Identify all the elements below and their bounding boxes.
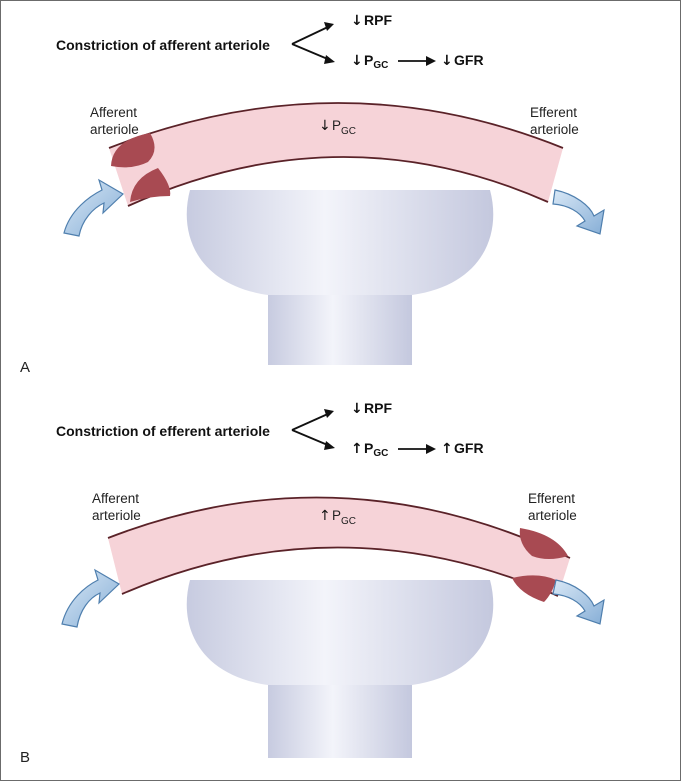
glomerulus-stalk <box>268 680 412 758</box>
inflow-arrow <box>63 178 124 237</box>
gfr-direction-icon: ↑ <box>441 441 453 457</box>
branch-down-arrowhead <box>324 441 335 450</box>
rpf-label: RPF <box>364 400 392 416</box>
afferent-label-line2: arteriole <box>92 508 141 523</box>
glomerulus-bulb <box>186 190 494 295</box>
pgc-label: PGC <box>364 440 388 459</box>
pgc-direction-icon: ↑ <box>351 441 363 457</box>
branch-up-line <box>291 412 331 431</box>
panel-a: Constriction of afferent arteriole ↓ RPF… <box>20 12 605 376</box>
rpf-label: RPF <box>364 12 392 28</box>
inflow-arrow <box>61 568 120 628</box>
rpf-direction-icon: ↓ <box>351 13 363 29</box>
efferent-label-line1: Efferent <box>528 491 575 506</box>
vessel-top-wall <box>108 102 564 149</box>
to-gfr-arrowhead <box>426 56 436 66</box>
gfr-label: GFR <box>454 52 484 68</box>
pgc-label: PGC <box>364 52 388 71</box>
vessel-top-wall <box>107 496 571 559</box>
outflow-arrow <box>552 579 605 625</box>
efferent-constriction-top <box>519 528 568 559</box>
efferent-label-line2: arteriole <box>528 508 577 523</box>
afferent-constriction-bottom <box>130 168 171 202</box>
afferent-constriction-top <box>111 133 155 168</box>
panel-b: Constriction of efferent arteriole ↓ RPF… <box>20 400 605 766</box>
pgc-direction-icon: ↓ <box>351 53 363 69</box>
afferent-label-line1: Afferent <box>90 105 137 120</box>
afferent-label-line2: arteriole <box>90 122 139 137</box>
rpf-direction-icon: ↓ <box>351 401 363 417</box>
branch-down-arrowhead <box>324 55 335 64</box>
vessel-bottom-wall <box>127 156 549 207</box>
vessel-pgc-direction-icon: ↓ <box>319 118 331 134</box>
branch-down-line <box>291 43 331 61</box>
vessel-bottom-wall <box>121 546 559 597</box>
branch-up-line <box>291 25 331 45</box>
vessel-pgc-label: PGC <box>332 118 356 137</box>
outflow-arrow <box>552 189 605 235</box>
afferent-label-line1: Afferent <box>92 491 139 506</box>
efferent-label-line1: Efferent <box>530 105 577 120</box>
panel-b-caption: Constriction of efferent arteriole <box>56 423 270 439</box>
panel-a-caption: Constriction of afferent arteriole <box>56 37 270 53</box>
panel-a-letter: A <box>20 359 30 376</box>
panel-b-letter: B <box>20 749 30 766</box>
glomerulus-bulb <box>186 580 494 685</box>
gfr-label: GFR <box>454 440 484 456</box>
arteriole-vessel <box>109 103 563 206</box>
vessel-pgc-label: PGC <box>332 508 356 527</box>
to-gfr-arrowhead <box>426 444 436 454</box>
branch-up-arrowhead <box>324 22 334 31</box>
glomerulus-stalk <box>268 290 412 365</box>
branch-down-line <box>291 429 331 447</box>
branch-up-arrowhead <box>324 409 334 418</box>
efferent-constriction-bottom <box>512 575 556 602</box>
gfr-direction-icon: ↓ <box>441 53 453 69</box>
efferent-label-line2: arteriole <box>530 122 579 137</box>
vessel-pgc-direction-icon: ↑ <box>319 508 331 524</box>
